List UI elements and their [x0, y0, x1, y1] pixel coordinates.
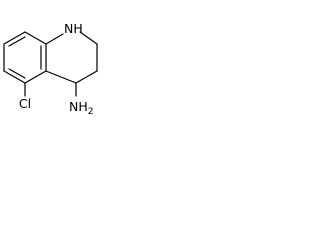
- cl-text: Cl: [19, 96, 31, 111]
- nh2-subscript: 2: [88, 107, 94, 117]
- atom-label-nh2: NH2: [69, 99, 93, 117]
- diagram-canvas: NH Cl NH2: [0, 0, 146, 150]
- bond-c8a-n1: [45, 33, 64, 45]
- double-bond-inner-c8-c7: [8, 36, 26, 47]
- nh2-text: NH: [69, 99, 88, 114]
- bond-c5-c4a: [24, 70, 47, 84]
- bond-n1-c2: [79, 31, 98, 45]
- nh-text: NH: [64, 21, 83, 36]
- bond-c6-c5: [3, 70, 26, 84]
- atom-label-cl: Cl: [19, 96, 31, 111]
- tetrahydroquinoline-structure: NH Cl NH2: [3, 21, 98, 117]
- bond-c3-c4: [75, 70, 98, 84]
- atom-label-nh: NH: [64, 21, 83, 36]
- double-bond-inner-c6-c5: [8, 68, 26, 79]
- bond-c8-c7: [3, 31, 26, 45]
- bond-c4-c4a: [45, 70, 77, 84]
- bond-c8a-c8: [24, 31, 47, 45]
